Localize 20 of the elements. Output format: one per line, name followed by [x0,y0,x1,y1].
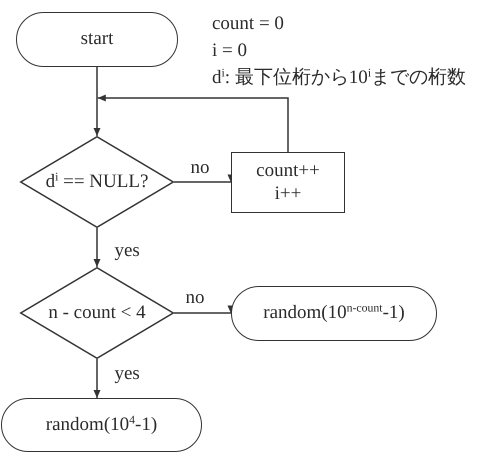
note-text: d$^{i}$: 最下位桁から10$^{i}$までの桁数 [212,68,466,87]
terminal-label: start [80,28,114,51]
decision-diamond [20,267,174,359]
terminal-label: random(10$^{4}$-1) [46,414,158,436]
terminal-label: random(10$^{n-count}$-1) [263,302,405,325]
arrow [94,228,100,267]
condition-label: d$^{i}$ == NULL? [46,170,148,194]
process-label: count++ [256,160,320,182]
decision-diamond [20,136,174,228]
terminal-box [1,398,202,452]
note-text: count = 0 [212,14,284,33]
arrow [98,94,289,152]
arrow [174,306,234,314]
arrow [94,359,100,398]
note-text: i = 0 [212,41,247,60]
process-box [231,152,345,213]
condition-label: n - count < 4 [48,302,146,324]
connector-line [96,67,98,98]
process-label: i++ [274,182,302,206]
arrow [94,98,100,136]
